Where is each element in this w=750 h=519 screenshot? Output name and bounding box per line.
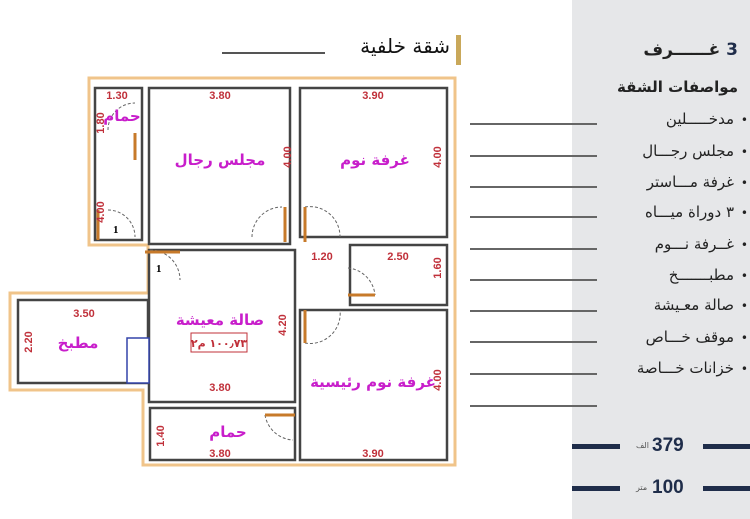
room-label-bedroom: غرفة نوم <box>340 151 410 169</box>
area-bar-left <box>572 486 620 491</box>
spec-item: ٣ دوراة ميـــاه <box>645 203 748 221</box>
room-label-bath: حمام <box>103 107 141 125</box>
door-swing <box>251 206 283 238</box>
fill-line <box>470 155 597 157</box>
dim-label: 1.20 <box>311 251 332 263</box>
room-bedroom <box>298 86 449 239</box>
fill-line <box>470 186 597 188</box>
room-hall <box>348 243 449 307</box>
dim-label: 3.80 <box>209 448 230 460</box>
door-swing <box>149 249 181 281</box>
spec-item: مدخـــــلين <box>666 110 748 128</box>
area-value: 100 <box>652 477 684 498</box>
dim-label: 3.80 <box>209 90 230 102</box>
price-bar-right <box>703 444 750 449</box>
dim-label: 1.30 <box>106 90 127 102</box>
fill-line <box>470 341 597 343</box>
specs-panel <box>572 0 750 519</box>
fill-line <box>470 310 597 312</box>
dim-label: 4.00 <box>282 146 294 167</box>
door-swing <box>264 414 294 441</box>
living-area-label: ١٠٠٫٧٣ م٢ <box>191 337 248 350</box>
dim-label: 1.60 <box>432 257 444 278</box>
dim-label: 3.50 <box>73 308 94 320</box>
spec-item: صالة معـيشة <box>654 296 749 314</box>
spec-item: موقف خـــاص <box>646 328 749 346</box>
door-swing <box>304 309 341 344</box>
floor-plan: 1.30 3.80 3.90 1.80 4.00 4.00 4.00 1.20 … <box>8 76 457 467</box>
rooms-number: 3 <box>726 40 738 60</box>
dim-label: 3.80 <box>209 382 230 394</box>
specs-title: مواصفات الشقة <box>617 78 738 96</box>
room-label-master: غرفة نوم رئيسية <box>310 373 436 391</box>
kitchen-counter <box>126 337 150 384</box>
room-majlis <box>147 86 292 246</box>
door-swing <box>107 102 136 131</box>
room-master <box>298 308 449 462</box>
area-unit: متر <box>636 483 648 492</box>
title-accent-bar <box>456 35 461 65</box>
room-label-bath: حمام <box>209 423 247 441</box>
fill-line <box>470 123 597 125</box>
room-label-majlis: مجلس رجال <box>175 151 266 169</box>
door-swing <box>107 209 136 238</box>
dim-label: 3.90 <box>362 90 383 102</box>
dim-label: 2.20 <box>23 331 35 352</box>
room-label-living: صالة معيشة <box>176 311 264 329</box>
fill-line <box>470 373 597 375</box>
price-bar-left <box>572 444 620 449</box>
outer-boundary <box>8 76 457 467</box>
price-value: 379 <box>652 435 684 456</box>
dim-label: 2.50 <box>387 251 408 263</box>
rooms-label: غــــــرف <box>643 40 721 60</box>
door-number: 1 <box>156 263 162 275</box>
title-divider <box>222 52 325 54</box>
dim-label: 1.40 <box>155 425 167 446</box>
dim-label: 4.20 <box>277 314 289 335</box>
dim-label: 1.80 <box>95 112 107 133</box>
area-box <box>190 332 248 353</box>
spec-item: غرفة مـــاستر <box>647 173 749 191</box>
spec-item: غــرفة نـــوم <box>655 235 749 253</box>
fill-line <box>470 405 597 407</box>
door-swing <box>347 267 376 296</box>
dim-label: 3.90 <box>362 448 383 460</box>
page-title: شقة خلفية <box>360 34 450 58</box>
spec-item: مطبـــــــخ <box>669 266 749 284</box>
price-unit: الف <box>636 441 649 450</box>
dim-label: 4.00 <box>432 369 444 390</box>
door-number: 1 <box>113 224 119 236</box>
dim-label: 4.00 <box>95 201 107 222</box>
fill-line <box>470 216 597 218</box>
dim-label: 4.00 <box>432 146 444 167</box>
spec-item: مجلس رجـــال <box>642 142 747 160</box>
spec-item: خزانات خـــاصة <box>637 359 748 377</box>
fill-line <box>470 279 597 281</box>
fill-line <box>470 248 597 250</box>
area-bar-right <box>703 486 750 491</box>
room-label-kitchen: مطبخ <box>58 334 99 352</box>
room-bath-top <box>93 86 144 242</box>
room-bath-bottom <box>148 406 297 462</box>
door-swing <box>304 206 341 238</box>
rooms-count: 3 غــــــرف <box>643 40 738 60</box>
